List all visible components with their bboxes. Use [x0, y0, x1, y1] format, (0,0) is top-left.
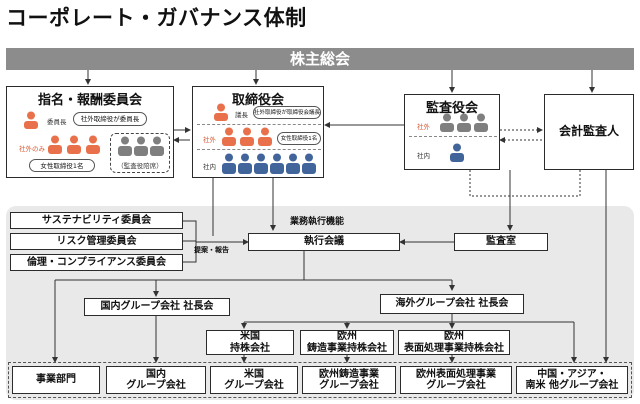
domestic-group-companies: 国内 グループ会社 [106, 366, 206, 394]
audit-board-panel: 監査役会 社外 社内 [404, 94, 500, 170]
audit-inside-label: 社内 [417, 152, 430, 160]
ethics-compliance-committee: 倫理・コンプライアンス委員会 [10, 254, 183, 271]
board-outside-label: 社外 [203, 136, 216, 144]
business-divisions: 事業部門 [12, 366, 100, 394]
divider [409, 136, 497, 137]
divider [197, 149, 321, 150]
board-of-directors-panel: 取締役会 議長 社外取締役が取締役会議長 社外 女性取締役1名 社内 [192, 86, 324, 178]
audit-office: 監査室 [454, 233, 548, 251]
eu-foundry-group-companies: 欧州鋳造事業 グループ会社 [302, 366, 396, 394]
nomination-committee-title: 指名・報酬委員会 [37, 93, 142, 108]
audit-board-title: 監査役会 [425, 101, 478, 116]
proposal-report-label: 提案・報告 [194, 246, 229, 254]
outside-directors-icon [47, 135, 103, 159]
person-icon [23, 111, 39, 133]
person-icon [213, 103, 229, 125]
inside-directors-icon [221, 153, 321, 179]
chair-label: 委員長 [47, 118, 67, 126]
board-female-note: 女性取締役1名 [277, 132, 321, 145]
eu-foundry-holding-company: 欧州 鋳造事業持株会社 [300, 330, 394, 355]
chair-note: 社外取締役が委員長 [73, 112, 147, 126]
execution-section-label: 業務執行機能 [290, 217, 345, 227]
page-title: コーポレート・ガバナンス体制 [6, 6, 307, 30]
sustainability-committee: サステナビリティ委員会 [10, 212, 183, 229]
us-group-companies: 米国 グループ会社 [210, 366, 298, 394]
china-asia-south-america-group-companies: 中国・アジア・ 南米 他グループ会社 [516, 366, 628, 394]
board-title: 取締役会 [231, 93, 284, 108]
outside-auditors-icon [439, 113, 493, 137]
nomination-committee-panel: 指名・報酬委員会 委員長 社外取締役が委員長 社外のみ 女性取締役1名 （監査役… [6, 86, 174, 178]
inside-auditor-icon [449, 143, 465, 167]
eu-surface-treatment-holding-company: 欧州 表面処理事業持株会社 [398, 330, 510, 355]
executive-meeting: 執行会議 [248, 233, 400, 251]
eu-surface-treatment-group-companies: 欧州表面処理事業 グループ会社 [400, 366, 512, 394]
female-director-note: 女性取締役1名 [29, 159, 95, 172]
divider [197, 124, 321, 125]
auditor-observer-box: （監査役陪席） [110, 133, 170, 173]
accounting-auditor: 会計監査人 [544, 94, 634, 170]
outside-only-label: 社外のみ [19, 145, 45, 153]
audit-outside-label: 社外 [417, 123, 430, 131]
outside-directors-icon [221, 127, 275, 151]
board-inside-label: 社内 [203, 163, 216, 171]
risk-management-committee: リスク管理委員会 [10, 233, 183, 250]
shareholders-meeting: 株主総会 [6, 48, 634, 70]
us-holding-company: 米国 持株会社 [206, 330, 294, 355]
auditor-observer-label: （監査役陪席） [117, 162, 163, 170]
overseas-ceo-meeting: 海外グループ会社 社長会 [380, 294, 524, 314]
board-chair-note: 社外取締役が取締役会議長 [253, 106, 321, 119]
domestic-ceo-meeting: 国内グループ会社 社長会 [84, 298, 230, 316]
board-chair-label: 議長 [235, 111, 248, 119]
group-companies-container [8, 362, 632, 398]
